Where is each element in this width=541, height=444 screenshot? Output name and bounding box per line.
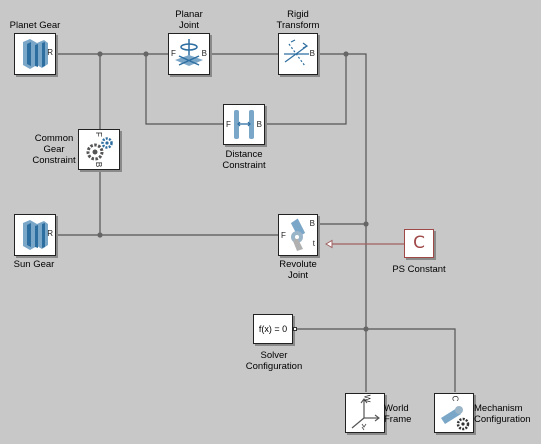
ps-constant-symbol: C: [413, 233, 425, 253]
connection-planar-loop[interactable]: [145, 54, 223, 125]
mechanism-configuration-label: Mechanism Configuration: [474, 403, 531, 425]
ps-signal-arrowhead: [325, 239, 333, 249]
ps-constant-label: PS Constant: [392, 264, 446, 275]
port-f-label: F: [226, 120, 231, 129]
world-frame-block[interactable]: W: [345, 393, 385, 433]
port-r-label: R: [47, 229, 53, 238]
planar-joint-icon: [175, 39, 203, 66]
connection-lines: [56, 53, 456, 392]
connection-rigid-to-world[interactable]: [318, 53, 367, 392]
port-f-label: F: [281, 231, 286, 240]
mechanism-configuration-block[interactable]: C: [434, 393, 474, 433]
port-f-label: F: [171, 49, 176, 58]
port-b-label: B: [94, 161, 104, 168]
planar-joint-label: Planar Joint: [175, 9, 203, 31]
ps-constant-block[interactable]: C: [404, 229, 434, 258]
port-f-label: F: [93, 132, 103, 137]
world-frame-label: World Frame: [384, 403, 412, 425]
common-gear-constraint-label: Common Gear Constraint: [32, 133, 76, 166]
mechanism-configuration-icon: [441, 406, 470, 431]
port-b-label: B: [256, 120, 262, 129]
planet-gear-block[interactable]: R: [14, 33, 56, 75]
distance-constraint-label: Distance Constraint: [222, 149, 266, 171]
revolute-joint-block[interactable]: F B t: [278, 214, 318, 256]
connection-distance-to-rigid[interactable]: [265, 54, 347, 125]
gear-cog-icon: [86, 137, 113, 161]
port-b-label: B: [309, 219, 315, 228]
distance-constraint-block[interactable]: F B: [223, 104, 265, 145]
planet-gear-label: Planet Gear: [9, 20, 61, 31]
rigid-transform-block[interactable]: B: [278, 33, 318, 75]
planar-joint-block[interactable]: F B: [168, 33, 210, 75]
connection-solver[interactable]: [297, 328, 456, 392]
solver-configuration-block[interactable]: f(x) = 0: [253, 314, 293, 344]
junction-dots: [97, 51, 369, 332]
port-b-label: B: [309, 49, 315, 58]
rigid-transform-icon: [284, 39, 309, 67]
world-frame-icon: [351, 398, 380, 431]
sun-gear-block[interactable]: R: [14, 214, 56, 256]
distance-constraint-icon: [234, 110, 254, 139]
solver-configuration-label: Solver Configuration: [245, 350, 303, 372]
port-t-label: t: [312, 239, 315, 248]
port-r-label: R: [47, 48, 53, 57]
revolute-joint-label: Revolute Joint: [279, 259, 317, 281]
revolute-joint-icon: [290, 218, 306, 251]
port-c-label: C: [450, 395, 460, 402]
sun-gear-label: Sun Gear: [13, 259, 55, 270]
gear-body-icon: [23, 39, 48, 69]
solver-expression: f(x) = 0: [258, 324, 288, 334]
port-w-label: W: [362, 394, 372, 403]
solver-port[interactable]: [293, 327, 297, 331]
gear-body-icon: [23, 220, 48, 250]
rigid-transform-label: Rigid Transform: [276, 9, 320, 31]
port-b-label: B: [201, 49, 207, 58]
common-gear-constraint-block[interactable]: F B: [78, 129, 120, 170]
